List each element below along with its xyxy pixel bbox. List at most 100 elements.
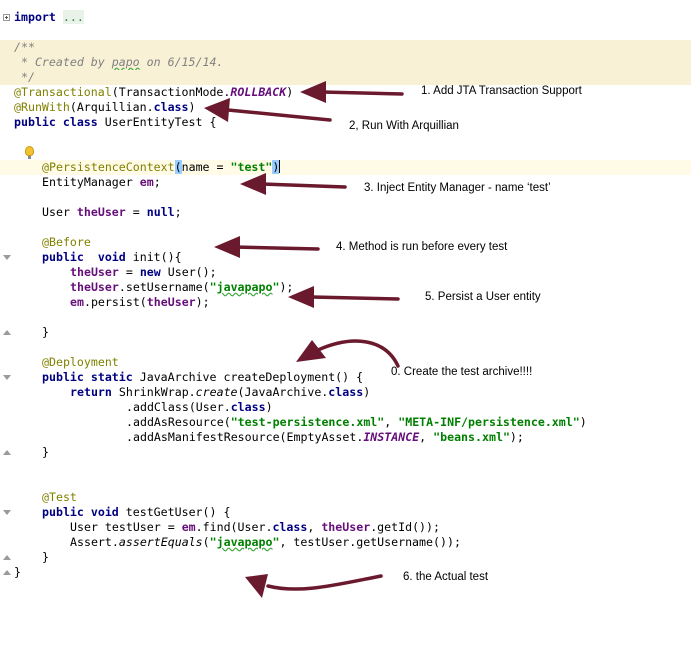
code-line-current[interactable]: @PersistenceContext(name = "test") (0, 160, 691, 175)
text-caret (279, 160, 281, 173)
code-line[interactable]: } (0, 445, 691, 460)
keyword: new (139, 265, 161, 279)
code-text: .addAsResource( (126, 415, 231, 429)
code-text: (TransactionMode. (111, 85, 231, 99)
keyword: class (272, 520, 308, 534)
code-line[interactable]: * Created by papo on 6/15/14. (0, 55, 691, 70)
comment-open: /** (14, 40, 35, 54)
code-text: } (14, 565, 21, 579)
import-keyword: import (14, 10, 56, 24)
code-text: .find(User. (195, 520, 273, 534)
code-text: } (42, 445, 49, 459)
code-line[interactable]: em.persist(theUser); (0, 295, 691, 310)
code-text: ) (286, 85, 294, 99)
keyword: class (153, 100, 189, 114)
code-text: Assert. (70, 535, 119, 549)
code-line[interactable]: theUser = new User(); (0, 265, 691, 280)
code-line[interactable]: @RunWith(Arquillian.class) (0, 100, 691, 115)
code-text: , (384, 415, 399, 429)
annotation: @Deployment (42, 355, 119, 369)
keyword: public void (42, 250, 126, 264)
code-line[interactable]: public static JavaArchive createDeployme… (0, 370, 691, 385)
code-line[interactable]: */ (0, 70, 691, 85)
code-line[interactable]: } (0, 550, 691, 565)
annotation-label-5: 5. Persist a User entity (425, 291, 541, 303)
string-literal: " (209, 280, 217, 294)
comment-close: */ (14, 70, 35, 84)
field: em (139, 175, 154, 189)
code-line[interactable]: @Deployment (0, 355, 691, 370)
comment-text: * Created by (14, 55, 112, 69)
code-text: (JavaArchive. (237, 385, 329, 399)
comment-text: on 6/15/14. (139, 55, 224, 69)
fold-end-icon[interactable] (3, 330, 11, 335)
annotation-label-0: 0. Create the test archive!!!! (391, 366, 533, 378)
fold-end-icon[interactable] (3, 555, 11, 560)
annotation-label-4: 4. Method is run before every test (336, 241, 508, 253)
code-line[interactable]: public class UserEntityTest { (0, 115, 691, 130)
field: theUser (321, 520, 371, 534)
annotation-label-1: 1. Add JTA Transaction Support (421, 85, 582, 97)
string-literal: "test-persistence.xml" (230, 415, 385, 429)
code-line[interactable]: /** (0, 40, 691, 55)
annotation-label-2: 2, Run With Arquillian (349, 120, 459, 132)
code-line[interactable]: public void testGetUser() { (0, 505, 691, 520)
code-text: User testUser = (70, 520, 182, 534)
static-method: assertEquals (118, 535, 203, 549)
code-text: .addAsManifestResource(EmptyAsset. (126, 430, 364, 444)
annotation: @Transactional (14, 85, 112, 99)
class-name: UserEntityTest { (97, 115, 217, 129)
code-text: ; (153, 175, 161, 189)
code-line[interactable]: .addClass(User.class) (0, 400, 691, 415)
string-literal: "beans.xml" (433, 430, 510, 444)
code-text: .getId()); (370, 520, 440, 534)
code-line[interactable]: User theUser = null; (0, 205, 691, 220)
matched-paren: ) (272, 160, 280, 174)
fold-collapse-icon[interactable] (3, 255, 11, 260)
code-text: ; (174, 205, 182, 219)
static-method: create (195, 385, 238, 399)
code-line[interactable]: @Transactional(TransactionMode.ROLLBACK) (0, 85, 691, 100)
fold-expand-icon[interactable] (3, 14, 10, 21)
code-text: testGetUser() { (118, 505, 231, 519)
field: theUser (76, 205, 126, 219)
code-line[interactable]: .addAsResource("test-persistence.xml", "… (0, 415, 691, 430)
code-line[interactable]: } (0, 325, 691, 340)
code-line[interactable]: EntityManager em; (0, 175, 691, 190)
fold-end-icon[interactable] (3, 570, 11, 575)
fold-end-icon[interactable] (3, 450, 11, 455)
code-text: ) (363, 385, 371, 399)
code-text: User(); (160, 265, 217, 279)
code-line[interactable]: .addAsManifestResource(EmptyAsset.INSTAN… (0, 430, 691, 445)
code-line[interactable]: theUser.setUsername("javapapo"); (0, 280, 691, 295)
code-text: init(){ (125, 250, 182, 264)
string-literal: " (272, 280, 280, 294)
code-line[interactable]: public void init(){ (0, 250, 691, 265)
annotation: @Test (42, 490, 77, 504)
code-text: .addClass(User. (126, 400, 231, 414)
code-line[interactable]: } (0, 565, 691, 580)
keyword: public static (42, 370, 133, 384)
string-literal: " (209, 535, 217, 549)
code-line[interactable]: Assert.assertEquals("javapapo", testUser… (0, 535, 691, 550)
keyword: class (230, 400, 266, 414)
code-line[interactable]: User testUser = em.find(User.class, theU… (0, 520, 691, 535)
string-literal: "META-INF/persistence.xml" (398, 415, 580, 429)
lightbulb-icon[interactable] (25, 146, 34, 159)
code-line[interactable]: @Test (0, 490, 691, 505)
code-text: ); (509, 430, 524, 444)
string-literal: "test" (230, 160, 273, 174)
code-line[interactable]: @Before (0, 235, 691, 250)
keyword: null (146, 205, 175, 219)
import-fold[interactable]: ... (62, 10, 84, 24)
string-literal: javapapo (216, 535, 273, 549)
keyword: public void (42, 505, 119, 519)
field: em (181, 520, 196, 534)
code-line[interactable]: import ... (0, 10, 691, 25)
fold-collapse-icon[interactable] (3, 510, 11, 515)
code-line[interactable]: return ShrinkWrap.create(JavaArchive.cla… (0, 385, 691, 400)
constant: INSTANCE (363, 430, 420, 444)
code-text: (Arquillian. (69, 100, 154, 114)
fold-collapse-icon[interactable] (3, 375, 11, 380)
code-text: } (42, 550, 49, 564)
